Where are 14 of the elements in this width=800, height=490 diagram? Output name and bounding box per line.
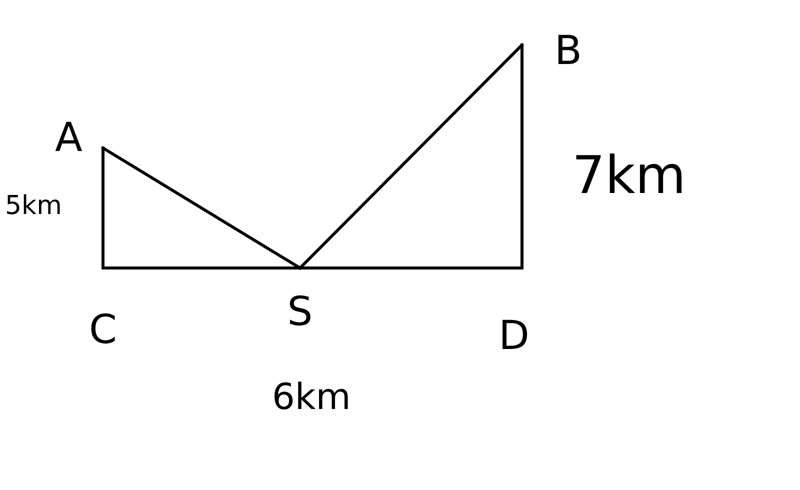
point-label: S bbox=[275, 268, 325, 332]
line-segment bbox=[520, 44, 524, 270]
dimension-label: 5km bbox=[5, 193, 62, 219]
dimension-label: 6km bbox=[272, 380, 351, 416]
dimension-label: 7km bbox=[572, 150, 686, 202]
point-label: A bbox=[55, 118, 103, 166]
line-segment bbox=[102, 146, 104, 270]
line-segment bbox=[298, 44, 524, 270]
point-label: B bbox=[522, 20, 582, 82]
line-segment bbox=[298, 266, 524, 270]
point-label: C bbox=[78, 268, 128, 350]
line-segment bbox=[102, 146, 302, 270]
line-segment bbox=[102, 266, 302, 270]
point-label: D bbox=[488, 268, 540, 356]
